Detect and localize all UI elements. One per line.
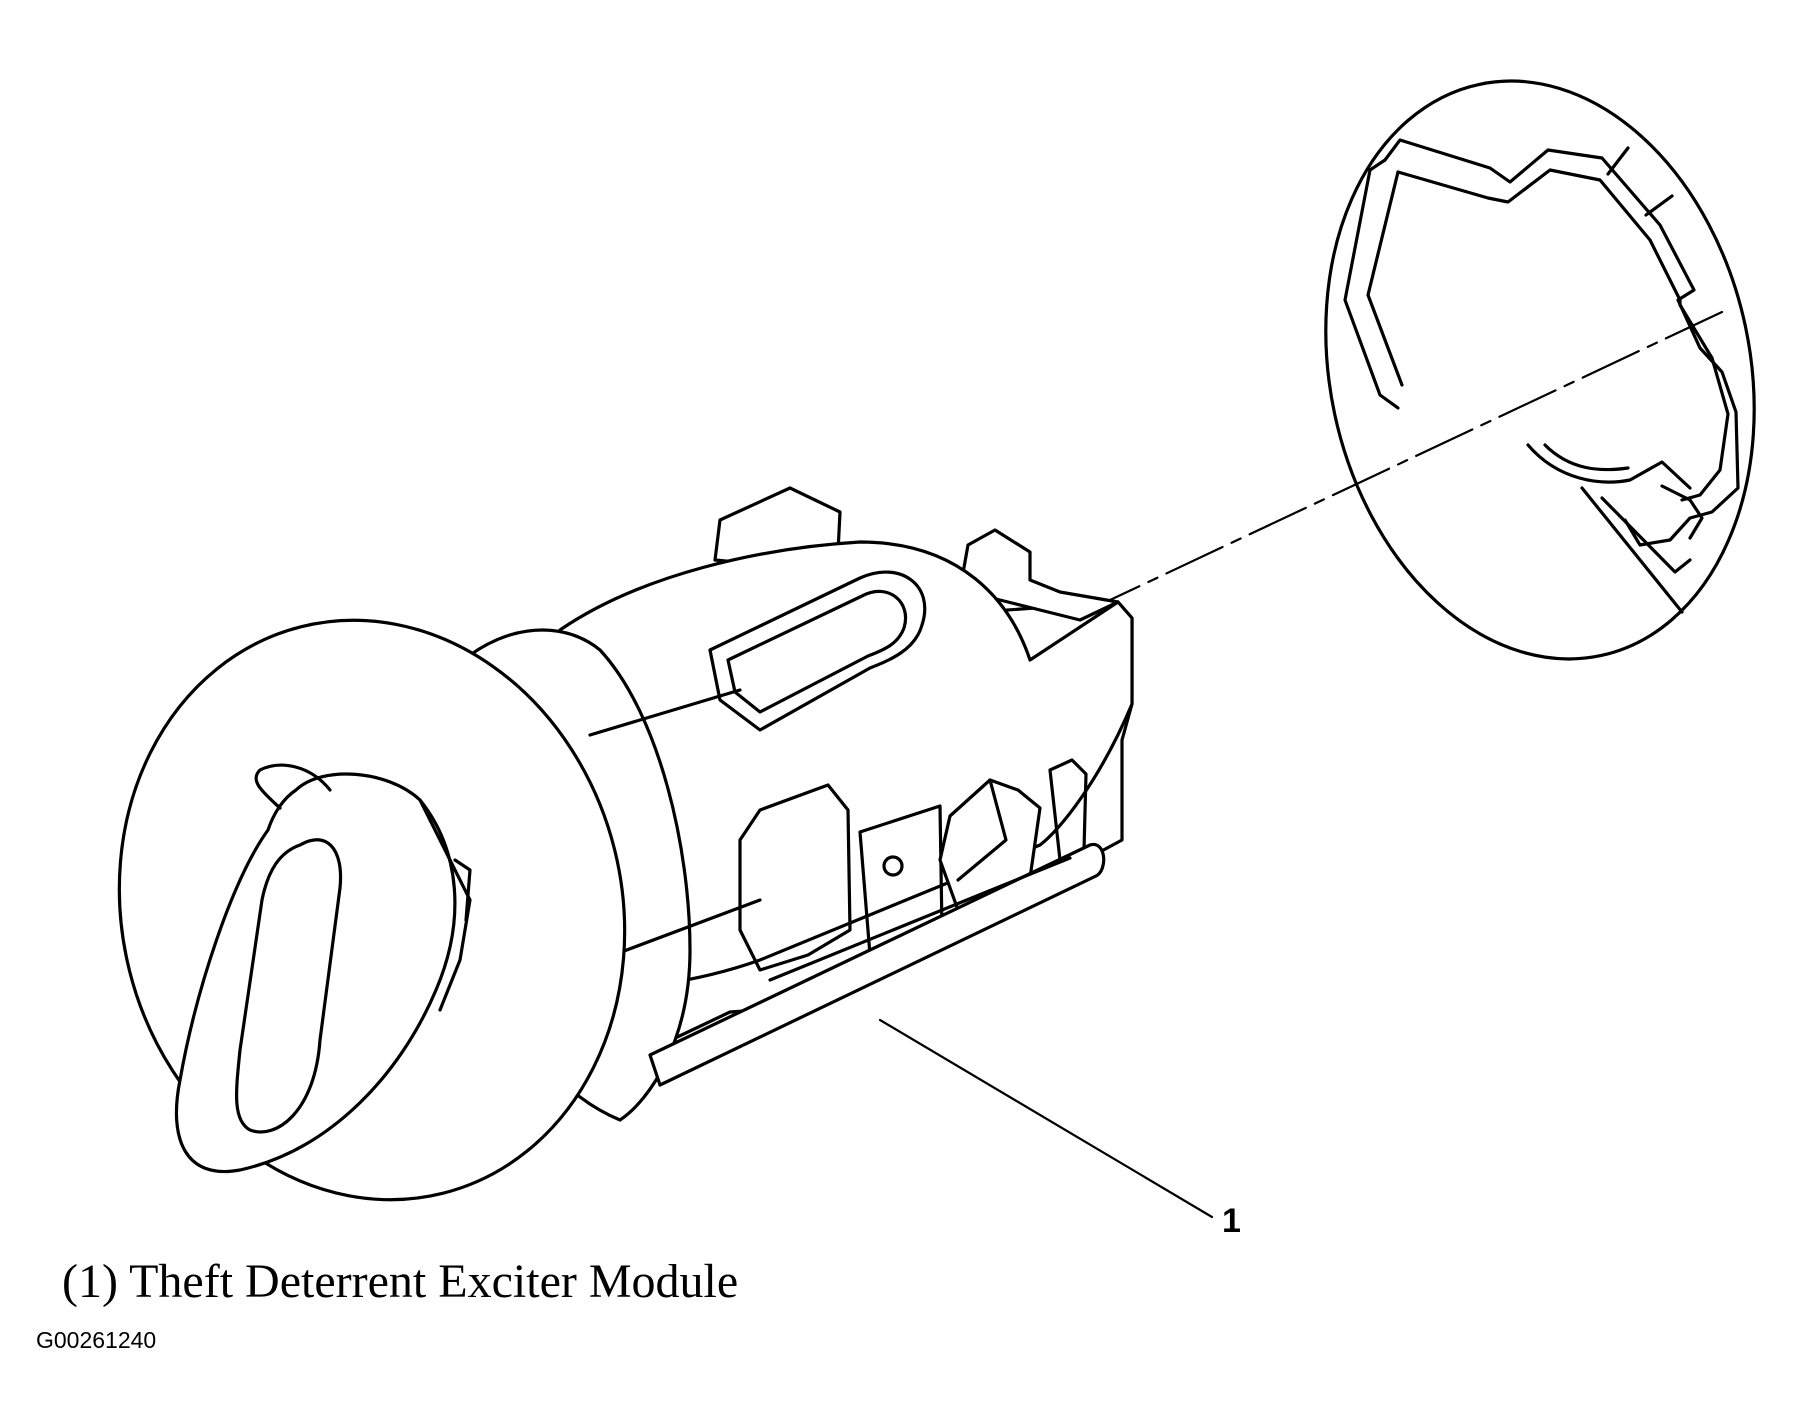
- callout-number: 1: [1222, 1202, 1241, 1240]
- detail-view: [1324, 79, 1756, 661]
- leader-line: [878, 1018, 1214, 1219]
- legend-caption: (1) Theft Deterrent Exciter Module: [62, 1255, 739, 1308]
- lock-cylinder: [117, 486, 1134, 1202]
- figure-id: G00261240: [36, 1327, 157, 1353]
- center-line: [1108, 310, 1724, 602]
